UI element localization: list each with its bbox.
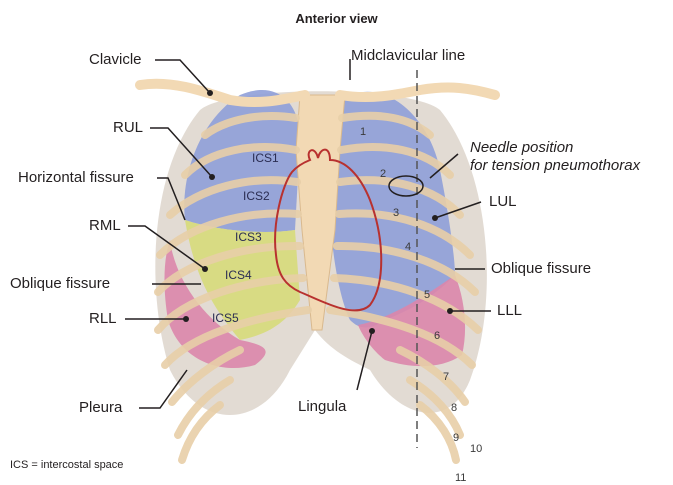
rib-number: 3: [393, 207, 399, 219]
rib-number: 6: [434, 330, 440, 342]
label-rml: RML: [89, 218, 121, 233]
label-oblique-fissure-left: Oblique fissure: [491, 261, 591, 276]
label-horizontal-fissure: Horizontal fissure: [18, 170, 134, 185]
footnote: ICS = intercostal space: [10, 459, 123, 471]
rib-number: 1: [360, 126, 366, 138]
rib-number: 7: [443, 371, 449, 383]
label-midclavicular-line: Midclavicular line: [351, 48, 465, 63]
rib-number: 8: [451, 402, 457, 414]
label-lll: LLL: [497, 303, 522, 318]
rib-number: 4: [405, 241, 411, 253]
label-lingula: Lingula: [298, 399, 346, 414]
rib-number: 5: [424, 289, 430, 301]
label-pleura: Pleura: [79, 400, 122, 415]
label-lul: LUL: [489, 194, 517, 209]
rib-number: 10: [470, 443, 482, 455]
ics-label: ICS3: [235, 230, 262, 244]
rib-number: 2: [380, 168, 386, 180]
label-rll: RLL: [89, 311, 117, 326]
ics-label: ICS4: [225, 268, 252, 282]
rib-number: 9: [453, 432, 459, 444]
rib-number: 11: [455, 472, 466, 484]
label-needle-position-line2: for tension pneumothorax: [470, 158, 640, 173]
label-clavicle: Clavicle: [89, 52, 142, 67]
ics-label: ICS2: [243, 189, 270, 203]
ics-label: ICS5: [212, 311, 239, 325]
label-needle-position-line1: Needle position: [470, 140, 573, 155]
label-rul: RUL: [113, 120, 143, 135]
ics-label: ICS1: [252, 151, 279, 165]
label-oblique-fissure-right: Oblique fissure: [10, 276, 110, 291]
